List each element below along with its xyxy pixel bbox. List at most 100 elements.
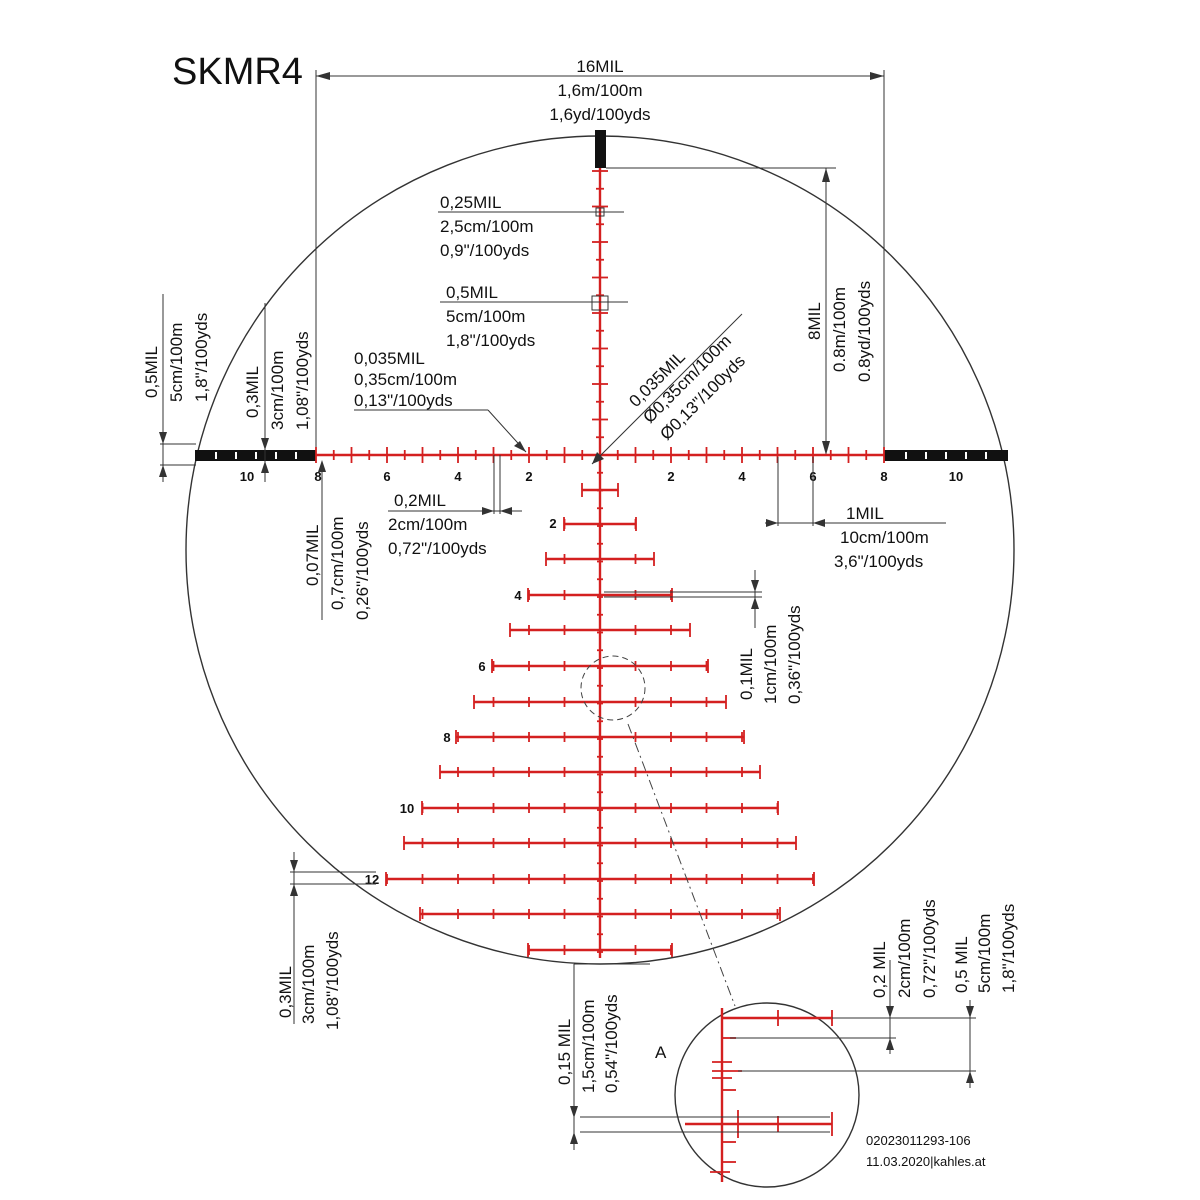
callout-02mil: 0,2MIL 2cm/100m 0,72"/100yds bbox=[388, 455, 522, 558]
dim02-line-2: 2cm/100m bbox=[388, 515, 467, 534]
detail02-line-1: 0,2 MIL bbox=[870, 941, 889, 998]
right-dim-line-2: 0.8m/100m bbox=[830, 287, 849, 372]
top-dim-line-1: 16MIL bbox=[576, 57, 623, 76]
detail-reticle bbox=[685, 1008, 833, 1182]
callout-1mil: 1MIL 10cm/100m 3,6"/100yds bbox=[765, 457, 946, 571]
callout-detail-05mil: 0,5 MIL 5cm/100m 1,8"/100yds bbox=[952, 904, 1018, 993]
h-label-left-2: 2 bbox=[525, 469, 532, 484]
h-label-right-10: 10 bbox=[949, 469, 963, 484]
left03-line-2: 3cm/100m bbox=[268, 351, 287, 430]
h-label-left-4: 4 bbox=[454, 469, 462, 484]
detail-a: A bbox=[580, 960, 976, 1188]
callout-left-03mil: 0,3MIL 3cm/100m 1,08"/100yds bbox=[243, 303, 312, 482]
callout-015mil: 0,15 MIL 1,5cm/100m 0,54"/100yds bbox=[555, 963, 650, 1150]
callout-bottom-03mil: 0,3MIL 3cm/100m 1,08"/100yds bbox=[276, 852, 376, 1030]
diagram-title: SKMR4 bbox=[172, 51, 303, 93]
top-dim-line-2: 1,6m/100m bbox=[557, 81, 642, 100]
detail-marker-circle bbox=[580, 655, 646, 721]
h-label-left-6: 6 bbox=[383, 469, 390, 484]
post-tick bbox=[925, 452, 927, 459]
dim01-line-2: 1cm/100m bbox=[761, 625, 780, 704]
right-dim-line-1: 8MIL bbox=[805, 302, 824, 340]
dim0035-line-3: 0,13"/100yds bbox=[354, 391, 453, 410]
callout-007mil: 0,07MIL 0,7cm/100m 0,26"/100yds bbox=[303, 460, 372, 620]
detail02-line-3: 0,72"/100yds bbox=[920, 899, 939, 998]
h-label-left-8: 8 bbox=[314, 469, 321, 484]
left03-line-3: 1,08"/100yds bbox=[293, 331, 312, 430]
detail-label: A bbox=[655, 1043, 667, 1062]
red-reticle bbox=[315, 168, 885, 958]
detail-circle bbox=[674, 1002, 860, 1188]
drawing-number: 02023011293-106 bbox=[866, 1133, 971, 1148]
callout-01mil: 0,1MIL 1cm/100m 0,36"/100yds bbox=[604, 570, 804, 704]
callout-05mil: 0,5MIL 5cm/100m 1,8"/100yds bbox=[440, 283, 628, 350]
dim007-line-1: 0,07MIL bbox=[303, 525, 322, 586]
h-label-right-2: 2 bbox=[667, 469, 674, 484]
top-dimension: 16MIL 1,6m/100m 1,6yd/100yds bbox=[315, 57, 885, 458]
v-label-10: 10 bbox=[400, 801, 414, 816]
dim1mil-line-1: 1MIL bbox=[846, 504, 884, 523]
post-tick bbox=[215, 452, 217, 459]
dim05-line-1: 0,5MIL bbox=[446, 283, 498, 302]
detail05-line-2: 5cm/100m bbox=[975, 914, 994, 993]
callout-diagonal: 0,035MIL Ø0,35cm/100m Ø0,13"/100yds bbox=[591, 313, 749, 465]
post-tick bbox=[945, 452, 947, 459]
dim02-line-1: 0,2MIL bbox=[394, 491, 446, 510]
post-ticks bbox=[215, 452, 987, 459]
left05-line-1: 0,5MIL bbox=[142, 346, 161, 398]
dim1mil-line-2: 10cm/100m bbox=[840, 528, 929, 547]
dim01-line-1: 0,1MIL bbox=[737, 648, 756, 700]
dim025-line-3: 0,9"/100yds bbox=[440, 241, 529, 260]
dim007-line-2: 0,7cm/100m bbox=[328, 516, 347, 610]
callout-left-05mil: 0,5MIL 5cm/100m 1,8"/100yds bbox=[142, 294, 211, 482]
callout-0035mil: 0,035MIL 0,35cm/100m 0,13"/100yds bbox=[354, 349, 527, 453]
dim015-line-2: 1,5cm/100m bbox=[579, 999, 598, 1093]
dim05-line-3: 1,8"/100yds bbox=[446, 331, 535, 350]
h-label-left-10: 10 bbox=[240, 469, 254, 484]
callout-detail-02mil: 0,2 MIL 2cm/100m 0,72"/100yds bbox=[870, 899, 939, 998]
callout-025mil: 0,25MIL 2,5cm/100m 0,9"/100yds bbox=[438, 193, 624, 260]
dim1mil-line-3: 3,6"/100yds bbox=[834, 552, 923, 571]
detail05-line-3: 1,8"/100yds bbox=[999, 904, 1018, 993]
left05-line-2: 5cm/100m bbox=[167, 323, 186, 402]
post-tick bbox=[275, 452, 277, 459]
v-label-12: 12 bbox=[365, 872, 379, 887]
h-label-right-8: 8 bbox=[880, 469, 887, 484]
vertical-scale-labels: 2 4 6 8 10 12 bbox=[365, 516, 557, 887]
dim015-line-3: 0,54"/100yds bbox=[602, 994, 621, 1093]
post-tick bbox=[255, 452, 257, 459]
v-label-2: 2 bbox=[549, 516, 556, 531]
dim015-line-1: 0,15 MIL bbox=[555, 1019, 574, 1085]
bottom03-line-2: 3cm/100m bbox=[299, 945, 318, 1024]
post-tick bbox=[965, 452, 967, 459]
dim0035-line-1: 0,035MIL bbox=[354, 349, 425, 368]
v-label-6: 6 bbox=[478, 659, 485, 674]
right-dimension: 8MIL 0.8m/100m 0.8yd/100yds bbox=[606, 167, 874, 455]
top-post bbox=[595, 130, 606, 168]
dim007-line-3: 0,26"/100yds bbox=[353, 521, 372, 620]
post-tick bbox=[905, 452, 907, 459]
bottom03-line-1: 0,3MIL bbox=[276, 966, 295, 1018]
dim025-line-2: 2,5cm/100m bbox=[440, 217, 534, 236]
left05-line-3: 1,8"/100yds bbox=[192, 313, 211, 402]
v-label-4: 4 bbox=[514, 588, 522, 603]
dim0035-line-2: 0,35cm/100m bbox=[354, 370, 457, 389]
detail02-line-2: 2cm/100m bbox=[895, 919, 914, 998]
bottom03-line-3: 1,08"/100yds bbox=[323, 931, 342, 1030]
dim01-line-3: 0,36"/100yds bbox=[785, 605, 804, 704]
post-tick bbox=[985, 452, 987, 459]
h-label-right-4: 4 bbox=[738, 469, 746, 484]
dim025-line-1: 0,25MIL bbox=[440, 193, 501, 212]
top-dim-line-3: 1,6yd/100yds bbox=[549, 105, 650, 124]
right-dim-line-3: 0.8yd/100yds bbox=[855, 281, 874, 382]
horizontal-scale-labels: 10 8 6 4 2 2 4 6 8 10 bbox=[240, 469, 963, 484]
post-tick bbox=[295, 452, 297, 459]
date-and-source: 11.03.2020|kahles.at bbox=[866, 1154, 986, 1169]
detail05-line-1: 0,5 MIL bbox=[952, 936, 971, 993]
dim02-line-3: 0,72"/100yds bbox=[388, 539, 487, 558]
post-tick bbox=[235, 452, 237, 459]
dim05-line-2: 5cm/100m bbox=[446, 307, 525, 326]
left03-line-1: 0,3MIL bbox=[243, 366, 262, 418]
